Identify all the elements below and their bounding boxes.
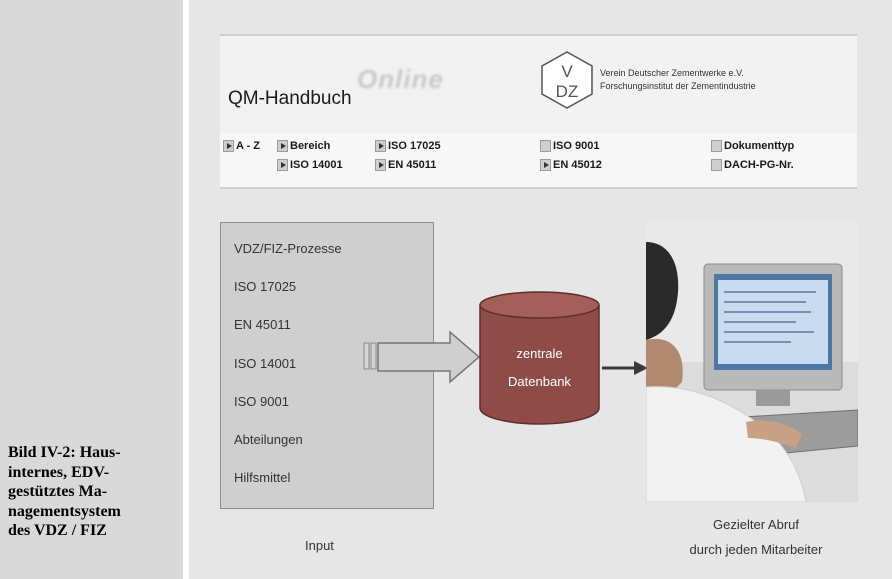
nav-item-en-45011[interactable]: EN 45011	[375, 159, 436, 171]
play-arrow-icon	[711, 159, 722, 171]
nav-item-iso-14001[interactable]: ISO 14001	[277, 159, 343, 171]
navigation-bar: A - Z Bereich ISO 14001 ISO 17025 EN 450…	[220, 133, 857, 189]
org-line-2: Forschungsinstitut der Zementindustrie	[600, 81, 756, 91]
input-item: EN 45011	[234, 317, 291, 332]
vdz-logo-icon: V DZ	[541, 51, 593, 109]
database-label-line-1: zentrale	[516, 346, 562, 361]
input-arrow	[363, 330, 481, 384]
app-header: Online QM-Handbuch V DZ Verein Deutscher…	[220, 34, 857, 133]
nav-item-a-z[interactable]: A - Z	[223, 140, 260, 152]
input-item: ISO 17025	[234, 279, 297, 294]
play-arrow-icon	[375, 159, 386, 171]
app-title: QM-Handbuch	[228, 88, 352, 109]
database-cylinder: zentrale Datenbank	[479, 291, 600, 425]
output-caption: Gezielter Abruf durch jeden Mitarbeiter	[689, 517, 823, 557]
nav-item-iso-17025[interactable]: ISO 17025	[375, 140, 441, 152]
column-divider	[183, 0, 189, 579]
play-arrow-icon	[277, 140, 288, 152]
output-arrow	[602, 361, 648, 375]
play-arrow-icon	[540, 140, 551, 152]
nav-item-en-45012[interactable]: EN 45012	[540, 159, 602, 171]
play-arrow-icon	[277, 159, 288, 171]
input-item: Abteilungen	[234, 432, 303, 447]
input-item: ISO 14001	[234, 356, 297, 371]
logo-letters-dz: DZ	[556, 82, 579, 101]
input-label: Input	[305, 538, 334, 553]
play-arrow-icon	[711, 140, 722, 152]
logo-letter-v: V	[561, 62, 573, 81]
nav-item-dach-pg-nr[interactable]: DACH-PG-Nr.	[711, 159, 794, 171]
input-item: VDZ/FIZ-Prozesse	[234, 241, 342, 256]
play-arrow-icon	[375, 140, 386, 152]
organization-name: Verein Deutscher Zementwerke e.V. Forsch…	[600, 67, 756, 93]
nav-item-bereich[interactable]: Bereich	[277, 140, 330, 152]
figure-caption: Bild IV-2: Haus- internes, EDV- gestützt…	[8, 444, 121, 539]
left-column: Bild IV-2: Haus- internes, EDV- gestützt…	[0, 0, 183, 579]
nav-item-iso-9001[interactable]: ISO 9001	[540, 140, 599, 152]
input-item: Hilfsmittel	[234, 470, 291, 485]
online-watermark: Online	[357, 64, 444, 94]
employee-computer-photo	[646, 222, 858, 502]
org-line-1: Verein Deutscher Zementwerke e.V.	[600, 68, 744, 78]
database-label-line-2: Datenbank	[508, 374, 571, 389]
nav-item-dokumenttyp[interactable]: Dokumenttyp	[711, 140, 794, 152]
play-arrow-icon	[540, 159, 551, 171]
play-arrow-icon	[223, 140, 234, 152]
input-item: ISO 9001	[234, 394, 289, 409]
